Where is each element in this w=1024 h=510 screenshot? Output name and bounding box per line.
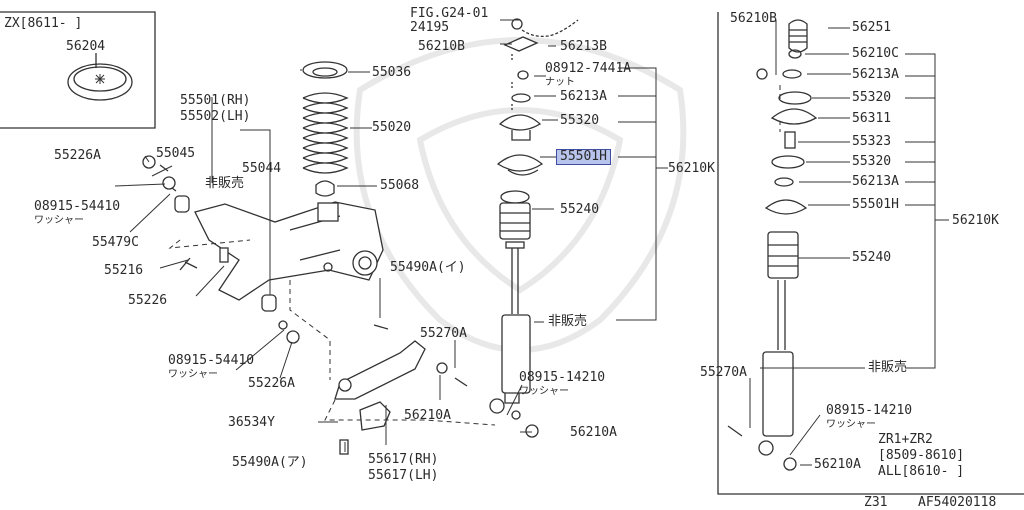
part-55036[interactable]: 55036 [372,65,412,80]
shock-right [727,19,818,471]
not-sold-mid: 非販売 [548,314,588,329]
part-56210b-mid[interactable]: 56210B [418,39,465,54]
part-55240-right[interactable]: 55240 [852,250,892,265]
part-08915-54410-bot[interactable]: 08915-54410 [168,353,255,368]
part-55045[interactable]: 55045 [156,146,196,161]
variant-note-line1: ZR1+ZR2 [878,432,933,447]
part-55320-r1[interactable]: 55320 [852,90,892,105]
part-56311[interactable]: 56311 [852,111,892,126]
part-55617-lh[interactable]: 55617(LH) [368,468,439,483]
shock-middle [489,18,579,414]
part-56213a-r1[interactable]: 56213A [852,67,899,82]
part-08915-14210-right[interactable]: 08915-14210 [826,403,913,418]
washer-note-top: ワッシャー [34,215,84,226]
part-55216[interactable]: 55216 [104,263,144,278]
part-55501h-highlighted[interactable]: 55501H [556,149,611,165]
control-arm [142,155,384,344]
nut-note: ナット [545,77,575,88]
part-55617-rh[interactable]: 55617(RH) [368,452,439,467]
part-55226[interactable]: 55226 [128,293,168,308]
part-56210k-mid[interactable]: 56210K [668,161,715,176]
part-55490a-a[interactable]: 55490A(ア) [232,455,308,470]
part-55044[interactable]: 55044 [242,161,282,176]
part-55502-lh[interactable]: 55502(LH) [180,109,251,124]
inset-date-range: ZX[8611- ] [4,16,83,31]
part-55020[interactable]: 55020 [372,120,412,135]
footer-code: AF54020118 [918,495,997,510]
part-08915-14210-mid[interactable]: 08915-14210 [519,370,606,385]
cover-56204 [67,63,133,101]
part-56213a-mid[interactable]: 56213A [560,89,607,104]
inset-box [0,11,156,129]
part-56210c[interactable]: 56210C [852,46,899,61]
figure-reference[interactable]: FIG.G24-01 [410,6,489,21]
part-55240-mid[interactable]: 55240 [560,202,600,217]
part-56210b-right[interactable]: 56210B [730,11,777,26]
part-56251[interactable]: 56251 [852,20,892,35]
part-55226a-top[interactable]: 55226A [54,148,101,163]
footer-model: Z31 [864,495,888,510]
washer-note-mid: ワッシャー [519,386,569,397]
part-55479c[interactable]: 55479C [92,235,139,250]
not-sold-left: 非販売 [205,176,245,191]
part-56213b[interactable]: 56213B [560,39,607,54]
part-55270a-mid[interactable]: 55270A [420,326,467,341]
part-55226a-bot[interactable]: 55226A [248,376,295,391]
part-36534y[interactable]: 36534Y [228,415,275,430]
part-08912-7441a[interactable]: 08912-7441A [545,61,632,76]
part-56210k-right[interactable]: 56210K [952,213,999,228]
part-08915-54410-top[interactable]: 08915-54410 [34,199,121,214]
part-56210a-mid[interactable]: 56210A [404,408,451,423]
part-55490a-i[interactable]: 55490A(イ) [390,260,466,275]
part-55501h-right[interactable]: 55501H [852,197,899,212]
lateral-link [334,324,539,455]
part-55320-mid[interactable]: 55320 [560,113,600,128]
watermark-emblem [353,37,687,353]
washer-note-bot: ワッシャー [168,369,218,380]
coil-spring [302,61,349,197]
part-24195[interactable]: 24195 [410,20,450,35]
variant-note-line3: ALL[8610- ] [878,464,965,479]
part-55320-r2[interactable]: 55320 [852,154,892,169]
part-55501-rh[interactable]: 55501(RH) [180,93,251,108]
right-assembly-border [717,12,1024,495]
part-55323[interactable]: 55323 [852,134,892,149]
variant-note-line2: [8509-8610] [878,448,965,463]
washer-note-right: ワッシャー [826,419,876,430]
not-sold-right: 非販売 [868,360,908,375]
part-56204[interactable]: 56204 [66,39,106,54]
part-56210a-right[interactable]: 56210A [814,457,861,472]
part-55270a-right[interactable]: 55270A [700,365,747,380]
part-56210a-bot[interactable]: 56210A [570,425,617,440]
part-56213a-r2[interactable]: 56213A [852,174,899,189]
part-55068[interactable]: 55068 [380,178,420,193]
